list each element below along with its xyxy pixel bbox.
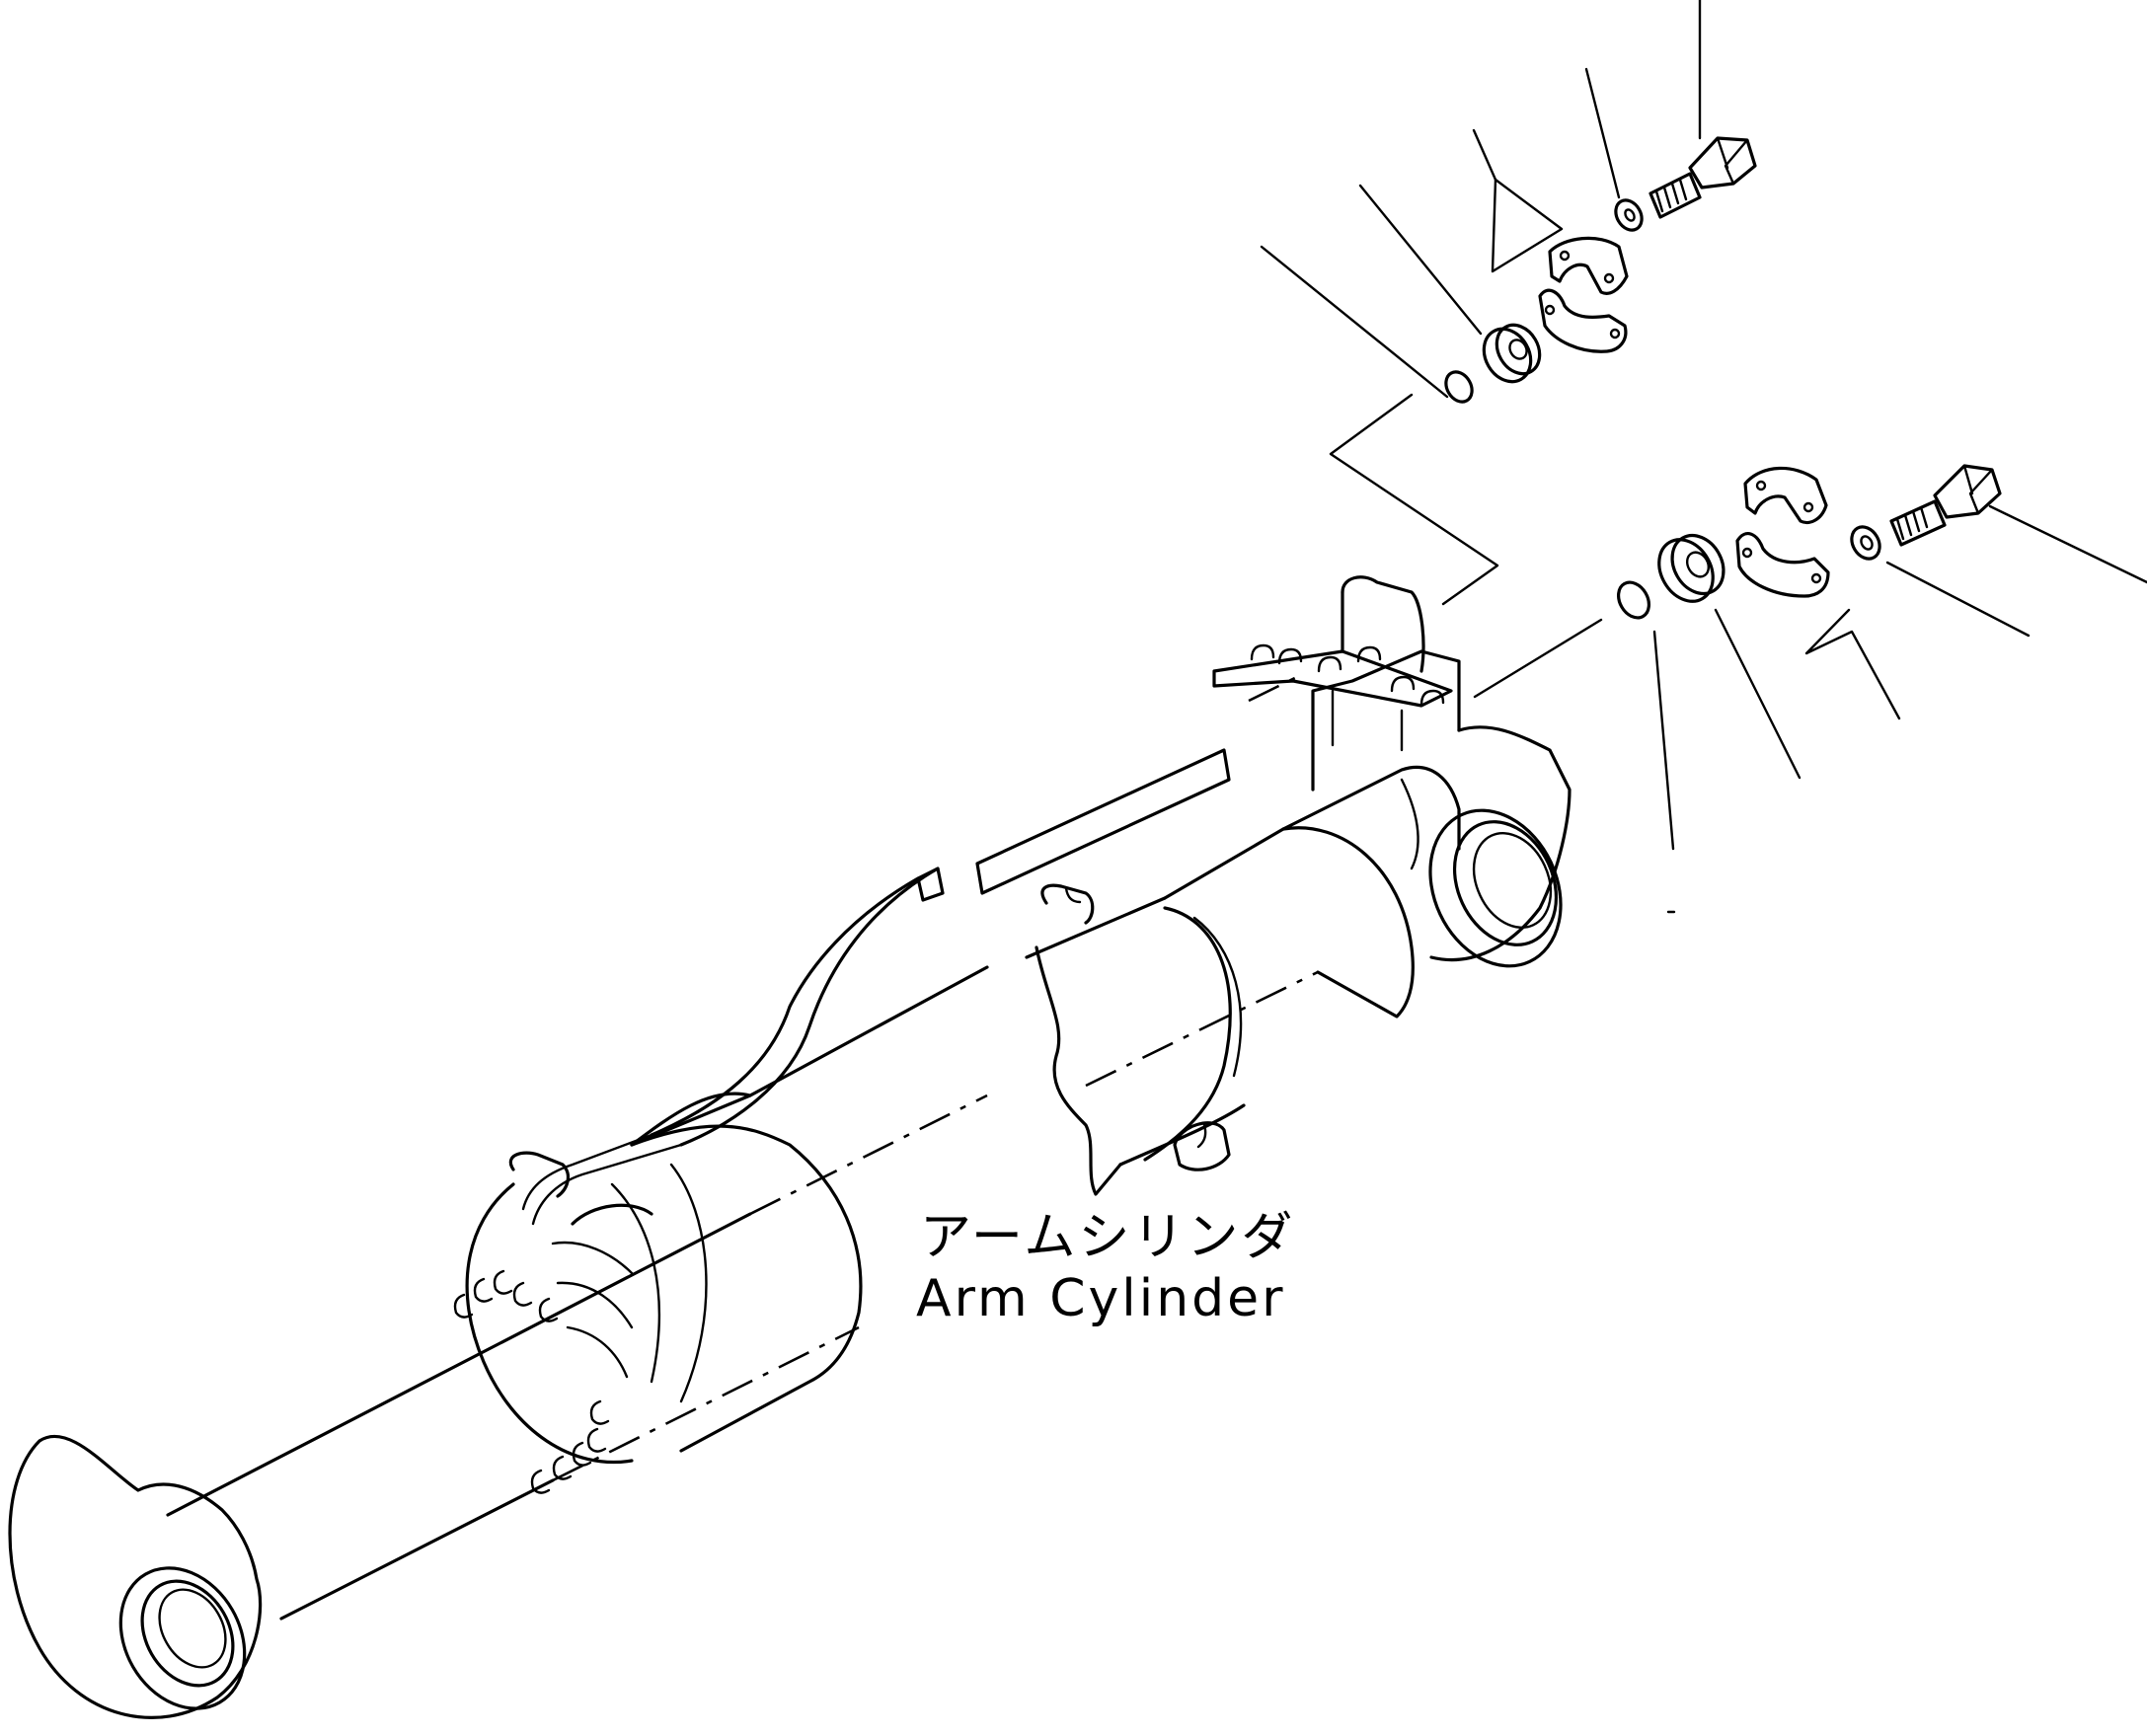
gland-bolts [453, 1269, 610, 1494]
lower-fitting-parts [1616, 464, 2002, 620]
upper-fitting-parts [1444, 136, 1757, 404]
port-block-bolts [1250, 643, 1445, 707]
leader-lines [1260, 0, 2147, 914]
arm-cylinder-body [8, 575, 1572, 1719]
hose-routing [1248, 393, 1603, 703]
part-label-japanese: アームシリンダ [920, 1208, 1296, 1267]
part-label-english: Arm Cylinder [916, 1269, 1286, 1328]
